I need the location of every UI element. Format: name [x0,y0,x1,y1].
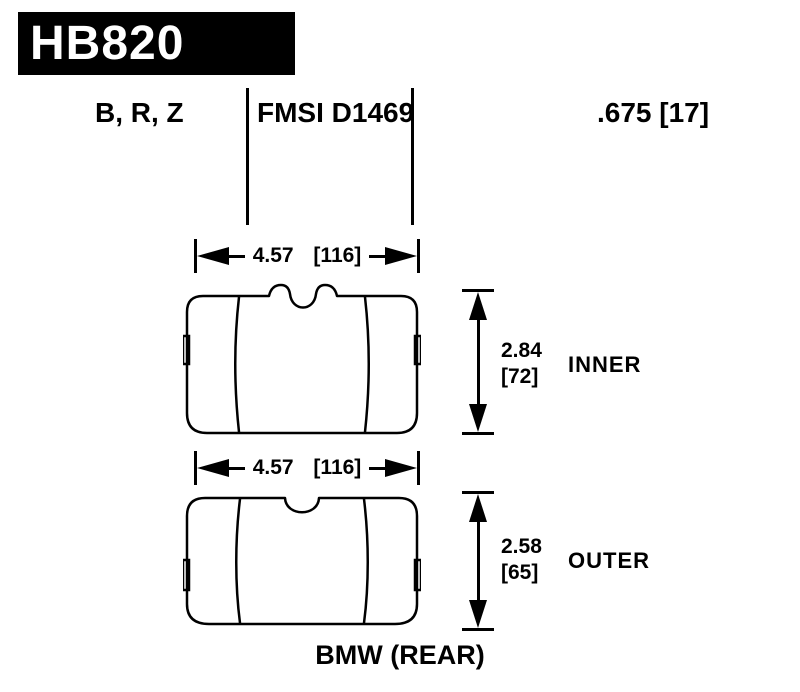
dimension-tick [417,451,420,485]
inner-label: INNER [568,352,642,377]
arrow-down-icon [469,600,487,628]
arrow-down-icon [469,404,487,432]
part-number: HB820 [30,17,185,70]
height-inner-value: 2.84 [72] [501,338,542,390]
friction-line-left [234,295,241,434]
dimension-line [369,466,386,470]
width-dimension-inner: 4.57 [116] [194,239,420,273]
dimension-tick [194,451,197,485]
outer-pad-drawing [183,496,421,626]
inner-pad-drawing [183,283,421,435]
friction-line-left [235,497,242,625]
pad-outline [185,496,419,626]
height-outer-value: 2.58 [65] [501,534,542,586]
dimension-tick [462,289,494,292]
arrow-right-icon [385,459,418,477]
friction-line-right [362,497,369,625]
height-dimension-inner [462,289,494,435]
height-outer-mm: [65] [501,561,539,584]
dimension-line [476,320,480,404]
arrow-up-icon [469,292,487,320]
compound-codes: B, R, Z [95,97,184,128]
arrow-left-icon [197,459,229,477]
dimension-line [229,254,245,258]
friction-line-right [363,295,370,434]
pad-thickness: .675 [17] [597,97,710,128]
dimension-line [229,466,245,470]
divider-line-right [411,88,414,225]
dimension-tick [417,239,420,273]
width-dimension-outer-label: 4.57 [116] [252,456,362,479]
dimension-tick [462,491,494,494]
width-dimension-inner-label: 4.57 [116] [252,244,362,267]
application-label: BMW (REAR) [315,640,485,670]
dimension-tick [194,239,197,273]
part-number-box: HB820 [18,12,295,75]
height-dimension-outer [462,491,494,631]
outer-label: OUTER [568,548,650,573]
height-inner-inches: 2.84 [501,339,542,362]
arrow-left-icon [197,247,229,265]
dimension-tick [462,628,494,631]
width-dimension-outer: 4.57 [116] [194,451,420,485]
divider-line-left [246,88,249,225]
arrow-right-icon [385,247,418,265]
dimension-line [369,254,386,258]
dimension-tick [462,432,494,435]
height-inner-mm: [72] [501,365,539,388]
pad-outline [185,283,419,435]
dimension-line [476,522,480,600]
height-outer-inches: 2.58 [501,535,542,558]
fmsi-number: FMSI D1469 [257,97,415,128]
arrow-up-icon [469,494,487,522]
